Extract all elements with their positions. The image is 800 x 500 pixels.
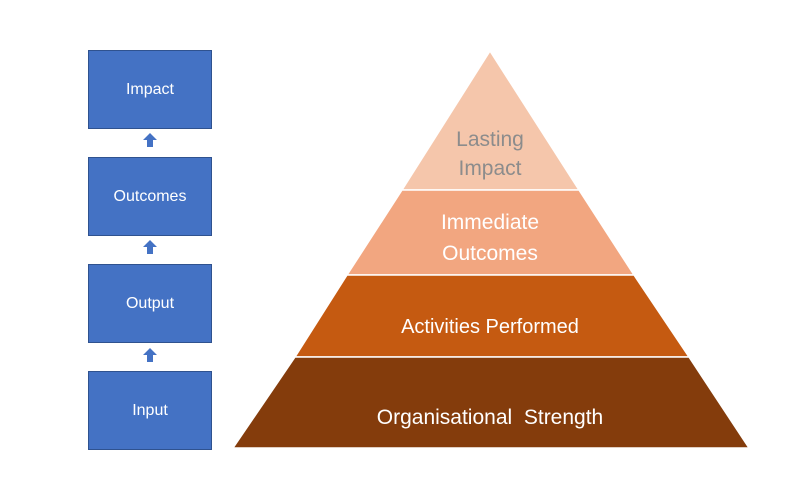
flow-box-label: Impact xyxy=(125,80,174,98)
tier-label-organisational: Organisational Strength xyxy=(377,406,603,429)
flow-box-label: Outcomes xyxy=(113,187,187,205)
up-arrow-icon xyxy=(143,348,157,362)
tier-label-lasting-line1: Lasting xyxy=(456,128,524,151)
flow-box-label: Input xyxy=(132,401,168,419)
tier-label-activities: Activities Performed xyxy=(401,316,579,338)
tier-label-immediate-line1: Immediate xyxy=(441,211,539,234)
tier-label-immediate-line2: Outcomes xyxy=(442,242,538,265)
flow-box-outcomes: Outcomes xyxy=(88,157,212,236)
pyramid-tier-organisational-strength xyxy=(231,356,751,449)
flow-box-impact: Impact xyxy=(88,50,212,129)
flow-box-output: Output xyxy=(88,264,212,343)
flow-box-input: Input xyxy=(88,371,212,450)
tier-label-lasting-line2: Impact xyxy=(458,157,521,180)
up-arrow-icon xyxy=(143,133,157,147)
up-arrow-icon xyxy=(143,240,157,254)
flow-box-label: Output xyxy=(125,294,175,312)
